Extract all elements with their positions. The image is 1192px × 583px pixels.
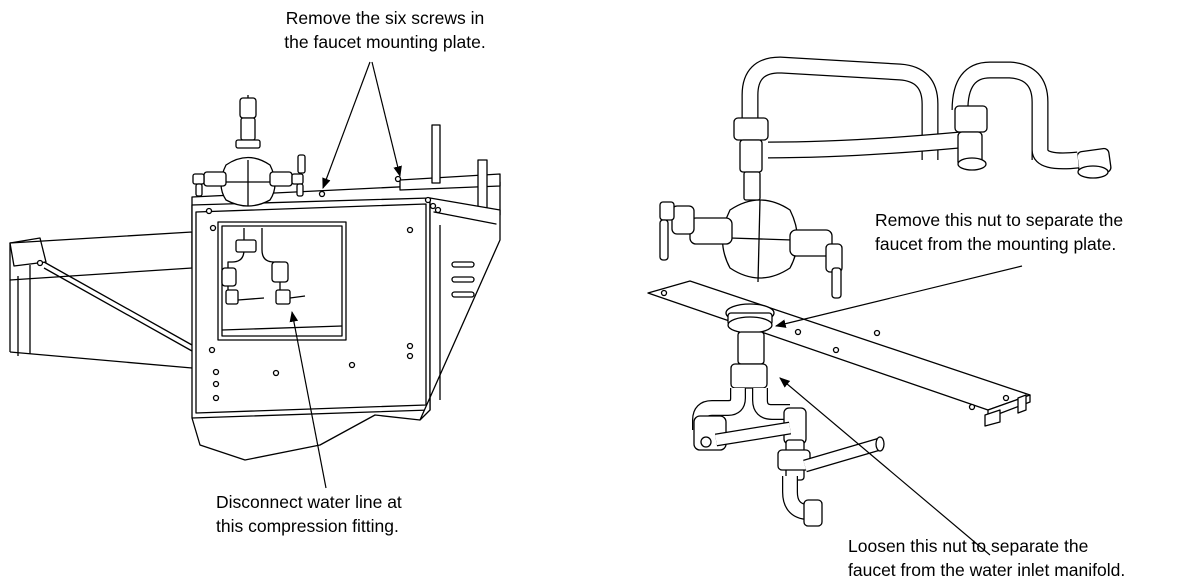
callout-remove-nut-plate: Remove this nut to separate the faucet f… xyxy=(875,208,1123,256)
callout-disconnect-water-line-line2: this compression fitting. xyxy=(216,516,399,536)
sink-cabinet-illustration xyxy=(9,95,501,461)
callout-loosen-nut-manifold-line1: Loosen this nut to separate the xyxy=(848,536,1089,556)
leader-lines xyxy=(289,61,1023,556)
callout-loosen-nut-manifold-line2: faucet from the water inlet manifold. xyxy=(848,560,1126,580)
callout-remove-screws-line1: Remove the six screws in xyxy=(285,8,485,28)
callout-loosen-nut-manifold: Loosen this nut to separate the faucet f… xyxy=(848,534,1125,582)
callout-remove-nut-plate-line1: Remove this nut to separate the xyxy=(875,210,1124,230)
faucet-assembly-illustration xyxy=(647,56,1112,527)
callout-remove-nut-plate-line2: faucet from the mounting plate. xyxy=(875,234,1117,254)
callout-remove-screws: Remove the six screws in the faucet moun… xyxy=(255,6,515,54)
leader-water-line xyxy=(289,310,327,489)
leader-nut-manifold xyxy=(779,377,991,556)
callout-remove-screws-line2: the faucet mounting plate. xyxy=(284,32,486,52)
callout-disconnect-water-line-line1: Disconnect water line at xyxy=(216,492,402,512)
leader-screws-left xyxy=(322,61,371,190)
leader-nut-plate xyxy=(774,265,1023,328)
leader-screws-right xyxy=(371,61,402,178)
callout-disconnect-water-line: Disconnect water line at this compressio… xyxy=(216,490,402,538)
